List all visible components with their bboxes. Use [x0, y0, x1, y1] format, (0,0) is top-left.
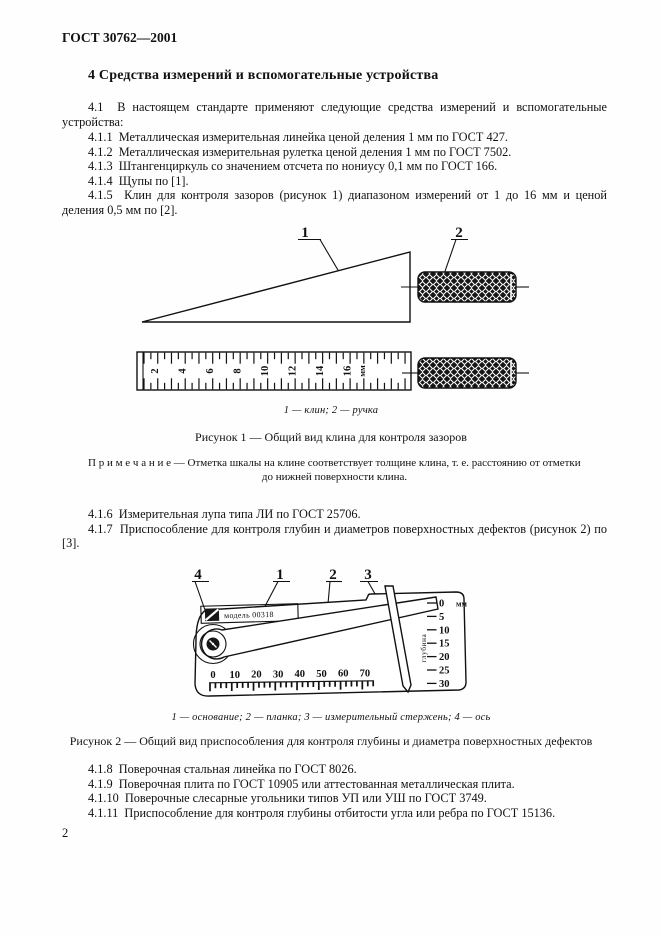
figure1-legend: 1 — клин; 2 — ручка	[283, 405, 379, 416]
figure1-callout-1: 1	[301, 225, 309, 241]
right-scale-ticks	[427, 602, 437, 685]
figure2-callout-3: 3	[364, 567, 372, 583]
scale-number: 0	[439, 599, 444, 610]
list-item: 4.1.6 Измерительная лупа типа ЛИ по ГОСТ…	[88, 507, 361, 521]
scale-number: 0	[210, 670, 215, 681]
list-item: 4.1.1 Металлическая измерительная линейк…	[88, 130, 508, 144]
model-plate-box	[200, 603, 299, 624]
section-title: 4 Средства измерений и вспомогательные у…	[88, 68, 439, 83]
ruler-number: 14	[315, 365, 326, 376]
figure2-device-drawing: 4 1 2 3 модель 00318	[192, 567, 467, 697]
scale-number: 15	[439, 639, 450, 650]
list-item: 4.1.10 Поверочные слесарные угольники ти…	[88, 791, 487, 805]
figure2-callout-2: 2	[329, 567, 337, 583]
measuring-rod	[384, 585, 412, 694]
list-item: 4.1.2 Металлическая измерительная рулетк…	[88, 144, 512, 159]
scale-number: 5	[439, 612, 444, 623]
scale-number: 25	[439, 666, 450, 677]
knurled-handle-side	[417, 271, 517, 303]
scale-number: 70	[360, 668, 371, 679]
scale-number: 40	[295, 669, 306, 680]
wedge-side-view	[141, 251, 411, 323]
list-item: 4.1.4 Щупы по [1].	[88, 173, 189, 188]
ruler-unit-label: мм	[357, 365, 367, 377]
note-line: до нижней поверхности клина.	[261, 470, 408, 483]
list-item: 4.1.11 Приспособление для контроля глуби…	[88, 805, 556, 820]
knurled-handle-top	[417, 357, 517, 389]
scale-number: 50	[316, 669, 327, 680]
scale-number: 20	[251, 670, 262, 681]
figure1-caption: Рисунок 1 — Общий вид клина для контроля…	[195, 430, 467, 444]
axis-center-dot	[211, 642, 215, 646]
ruler-number: 8	[233, 368, 244, 373]
right-scale-unit-label: мм	[456, 600, 467, 609]
ruler-tick-marks	[143, 352, 406, 390]
figure2-caption: Рисунок 2 — Общий вид приспособления для…	[69, 734, 593, 748]
scale-number: 20	[439, 652, 450, 663]
figure2-callout-1: 1	[276, 567, 284, 583]
ruler-number: 12	[288, 366, 299, 377]
pivot-bar	[200, 596, 439, 660]
list-item: 4.1.3 Штангенциркуль со значением отсчет…	[88, 159, 498, 173]
scale-number: 10	[439, 625, 450, 636]
bottom-scale-numbers: 0 10 20 30 40 50 60 70	[210, 668, 370, 681]
model-label: модель 00318	[224, 610, 274, 620]
ruler-number: 10	[260, 366, 271, 377]
note-block: П р и м е ч а н и е — Отметка шкалы на к…	[62, 457, 607, 484]
manufacturer-logo-icon	[204, 608, 220, 621]
axis-hub-circle	[199, 630, 227, 658]
ruler-number: 2	[150, 368, 161, 373]
scale-number: 10	[229, 670, 240, 681]
ruler-number: 6	[205, 368, 216, 373]
paragraph-intro: 4.1 В настоящем стандарте применяют след…	[62, 100, 607, 129]
paragraph: 4.1 В настоящем стандарте применяют след…	[62, 100, 611, 129]
depth-vertical-label: глубина	[419, 633, 428, 662]
ruler-numbers: 2 4 6 8 10 12 14 16 мм	[150, 365, 367, 377]
figure1-wedge-drawing: 1 2 2 4 6 8 10 12 14 16 мм	[136, 225, 529, 391]
ruler-number: 4	[178, 368, 189, 374]
document-header: ГОСТ 30762—2001	[62, 30, 178, 45]
list-items-411-415: 4.1.1 Металлическая измерительная линейк…	[62, 130, 607, 217]
list-item: 4.1.7 Приспособление для контроля глубин…	[62, 521, 611, 551]
figure2-legend: 1 — основание; 2 — планка; 3 — измерител…	[171, 712, 491, 723]
list-item: 4.1.5 Клин для контроля зазоров (рисунок…	[62, 188, 611, 217]
list-items-418-4111: 4.1.8 Поверочная стальная линейка по ГОС…	[62, 762, 607, 820]
scale-number: 30	[439, 679, 450, 690]
page-number: 2	[62, 826, 69, 840]
list-item: 4.1.9 Поверочная плита по ГОСТ 10905 или…	[88, 776, 515, 791]
list-items-416-417: 4.1.6 Измерительная лупа типа ЛИ по ГОСТ…	[62, 507, 607, 551]
right-scale-numbers: 0 5 10 15 20 25 30	[439, 599, 450, 690]
figure2-callout-4: 4	[194, 567, 202, 583]
note-line: П р и м е ч а н и е — Отметка шкалы на к…	[88, 457, 581, 469]
scale-number: 30	[273, 669, 284, 680]
model-plate: модель 00318	[200, 603, 299, 624]
list-item: 4.1.8 Поверочная стальная линейка по ГОС…	[88, 762, 357, 776]
figure1-callout-2: 2	[455, 225, 463, 241]
bottom-scale-ticks	[209, 680, 375, 692]
ruler-number: 16	[343, 366, 354, 377]
scale-number: 60	[338, 669, 349, 680]
